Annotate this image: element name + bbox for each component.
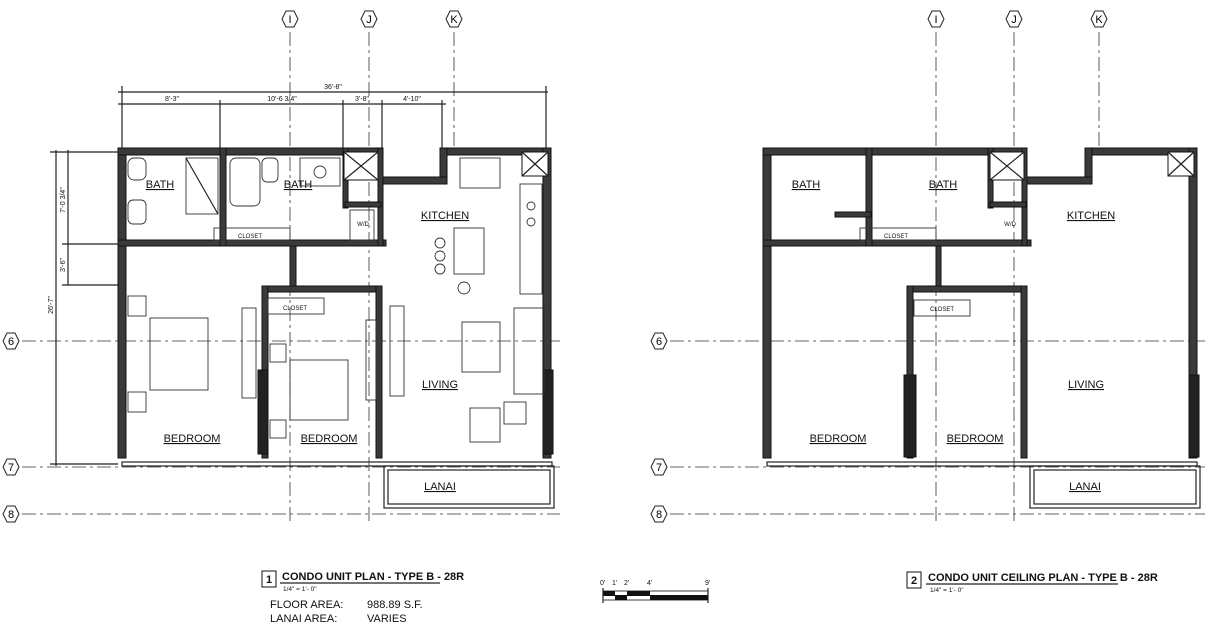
plan1-bath2-label: BATH — [284, 179, 313, 191]
grid-bubble-i-plan2: I — [927, 10, 945, 28]
plan1-kitchen-label: KITCHEN — [421, 210, 469, 222]
svg-text:CONDO UNIT CEILING PLAN - TYPE: CONDO UNIT CEILING PLAN - TYPE B - 28R — [928, 572, 1158, 584]
plan1-dimensions: 36'-8" 8'-3" 10'-6 3/4" 3'-8" 4'-10" 7'-… — [48, 84, 548, 466]
svg-text:10'-6 3/4": 10'-6 3/4" — [267, 96, 297, 103]
grid-bubble-8-plan1: 8 — [2, 505, 20, 523]
svg-text:9': 9' — [705, 580, 710, 587]
plan2-closet2-label: CLOSET — [930, 307, 954, 313]
svg-text:LANAI AREA:: LANAI AREA: — [270, 613, 337, 625]
grid-bubble-i-plan1: I — [281, 10, 299, 28]
plan2-lanai-label: LANAI — [1069, 481, 1101, 493]
svg-text:K: K — [450, 14, 458, 26]
plan2-kitchen-label: KITCHEN — [1067, 210, 1115, 222]
svg-text:3'-8": 3'-8" — [355, 96, 369, 103]
svg-text:VARIES: VARIES — [367, 613, 407, 625]
svg-text:1: 1 — [266, 574, 272, 586]
plan2-walls — [762, 147, 1201, 509]
plan2-bedroom1-label: BEDROOM — [810, 433, 867, 445]
plan2-wd-label: W/D — [1004, 222, 1016, 228]
svg-text:988.89 S.F.: 988.89 S.F. — [367, 599, 423, 611]
plan1-walls — [117, 147, 555, 509]
grid-bubble-j-plan1: J — [360, 10, 378, 28]
svg-text:7'-0 3/4": 7'-0 3/4" — [60, 187, 67, 213]
svg-text:I: I — [288, 14, 291, 26]
plan2-closet1-label: CLOSET — [884, 234, 908, 240]
svg-text:8: 8 — [8, 509, 14, 521]
grid-bubble-7-plan2: 7 — [650, 458, 668, 476]
svg-text:6: 6 — [656, 336, 662, 348]
plan2-living-label: LIVING — [1068, 379, 1104, 391]
plan1-lanai-label: LANAI — [424, 481, 456, 493]
plan1-closet1-label: CLOSET — [238, 234, 262, 240]
plan2-bedroom2-label: BEDROOM — [947, 433, 1004, 445]
scale-bar: 0' 1' 2' 4' 9' — [600, 580, 710, 603]
svg-text:1': 1' — [612, 580, 617, 587]
svg-text:2: 2 — [911, 575, 917, 587]
plan1-fixtures — [127, 157, 545, 443]
svg-text:1/4" = 1'- 0": 1/4" = 1'- 0" — [283, 586, 317, 593]
plan2-bath2-label: BATH — [929, 179, 958, 191]
svg-text:7: 7 — [656, 462, 662, 474]
plan1-bedroom1-label: BEDROOM — [164, 433, 221, 445]
svg-text:I: I — [934, 14, 937, 26]
grid-bubble-6-plan2: 6 — [650, 332, 668, 350]
svg-text:7: 7 — [8, 462, 14, 474]
svg-text:0': 0' — [600, 580, 605, 587]
plan2-caption: 2 CONDO UNIT CEILING PLAN - TYPE B - 28R… — [906, 571, 1158, 594]
svg-text:8: 8 — [656, 509, 662, 521]
plan1-caption: 1 CONDO UNIT PLAN - TYPE B - 28R 1/4" = … — [261, 570, 464, 625]
grid-bubble-7-plan1: 7 — [2, 458, 20, 476]
svg-text:FLOOR AREA:: FLOOR AREA: — [270, 599, 343, 611]
svg-text:3'-6": 3'-6" — [60, 258, 67, 272]
svg-text:26'-7": 26'-7" — [48, 296, 55, 314]
plan1-living-label: LIVING — [422, 379, 458, 391]
svg-text:J: J — [366, 14, 372, 26]
plan1-closet2-label: CLOSET — [283, 306, 307, 312]
plan2-bath1-label: BATH — [792, 179, 821, 191]
plan1-wd-label: W/D — [357, 222, 369, 228]
svg-text:CONDO UNIT PLAN - TYPE B - 28R: CONDO UNIT PLAN - TYPE B - 28R — [282, 571, 464, 583]
grid-bubble-6-plan1: 6 — [2, 332, 20, 350]
svg-text:J: J — [1011, 14, 1017, 26]
grid-bubble-j-plan2: J — [1005, 10, 1023, 28]
svg-text:2': 2' — [624, 580, 629, 587]
svg-text:8'-3": 8'-3" — [165, 96, 179, 103]
plan1-bath1-label: BATH — [146, 179, 175, 191]
svg-text:36'-8": 36'-8" — [324, 84, 342, 91]
grid-bubble-k-plan1: K — [445, 10, 463, 28]
svg-text:1/4" = 1'- 0": 1/4" = 1'- 0" — [930, 587, 964, 594]
grid-bubble-k-plan2: K — [1090, 10, 1108, 28]
svg-text:6: 6 — [8, 336, 14, 348]
svg-text:4'-10": 4'-10" — [403, 96, 421, 103]
svg-text:K: K — [1095, 14, 1103, 26]
grid-bubble-8-plan2: 8 — [650, 505, 668, 523]
svg-text:4': 4' — [647, 580, 652, 587]
grid-lines — [22, 32, 1205, 522]
plan1-bedroom2-label: BEDROOM — [301, 433, 358, 445]
